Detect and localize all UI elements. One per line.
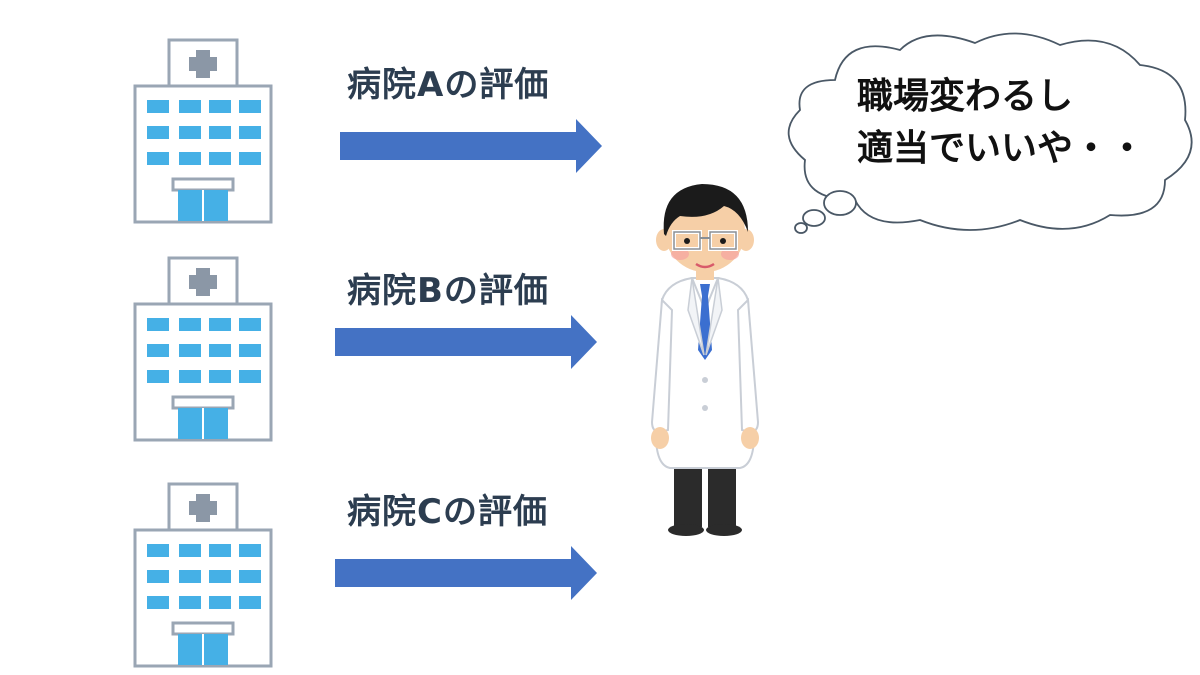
arrow-c (335, 546, 597, 600)
hospital-icon-c (133, 482, 273, 668)
hospital-icon-b (133, 256, 273, 442)
thought-line-2: 適当でいいや・・ (857, 128, 1146, 169)
arrow-b (335, 315, 597, 369)
thought-bubble (787, 32, 1193, 234)
doctor-icon (650, 184, 760, 536)
hospital-b-label: 病院Bの評価 (347, 271, 549, 311)
arrow-a (340, 119, 602, 173)
hospital-a-label: 病院Aの評価 (347, 65, 550, 105)
hospital-c-label: 病院Cの評価 (347, 492, 548, 532)
thought-line-1: 職場変わるし (857, 76, 1074, 117)
hospital-icon-a (133, 38, 273, 224)
